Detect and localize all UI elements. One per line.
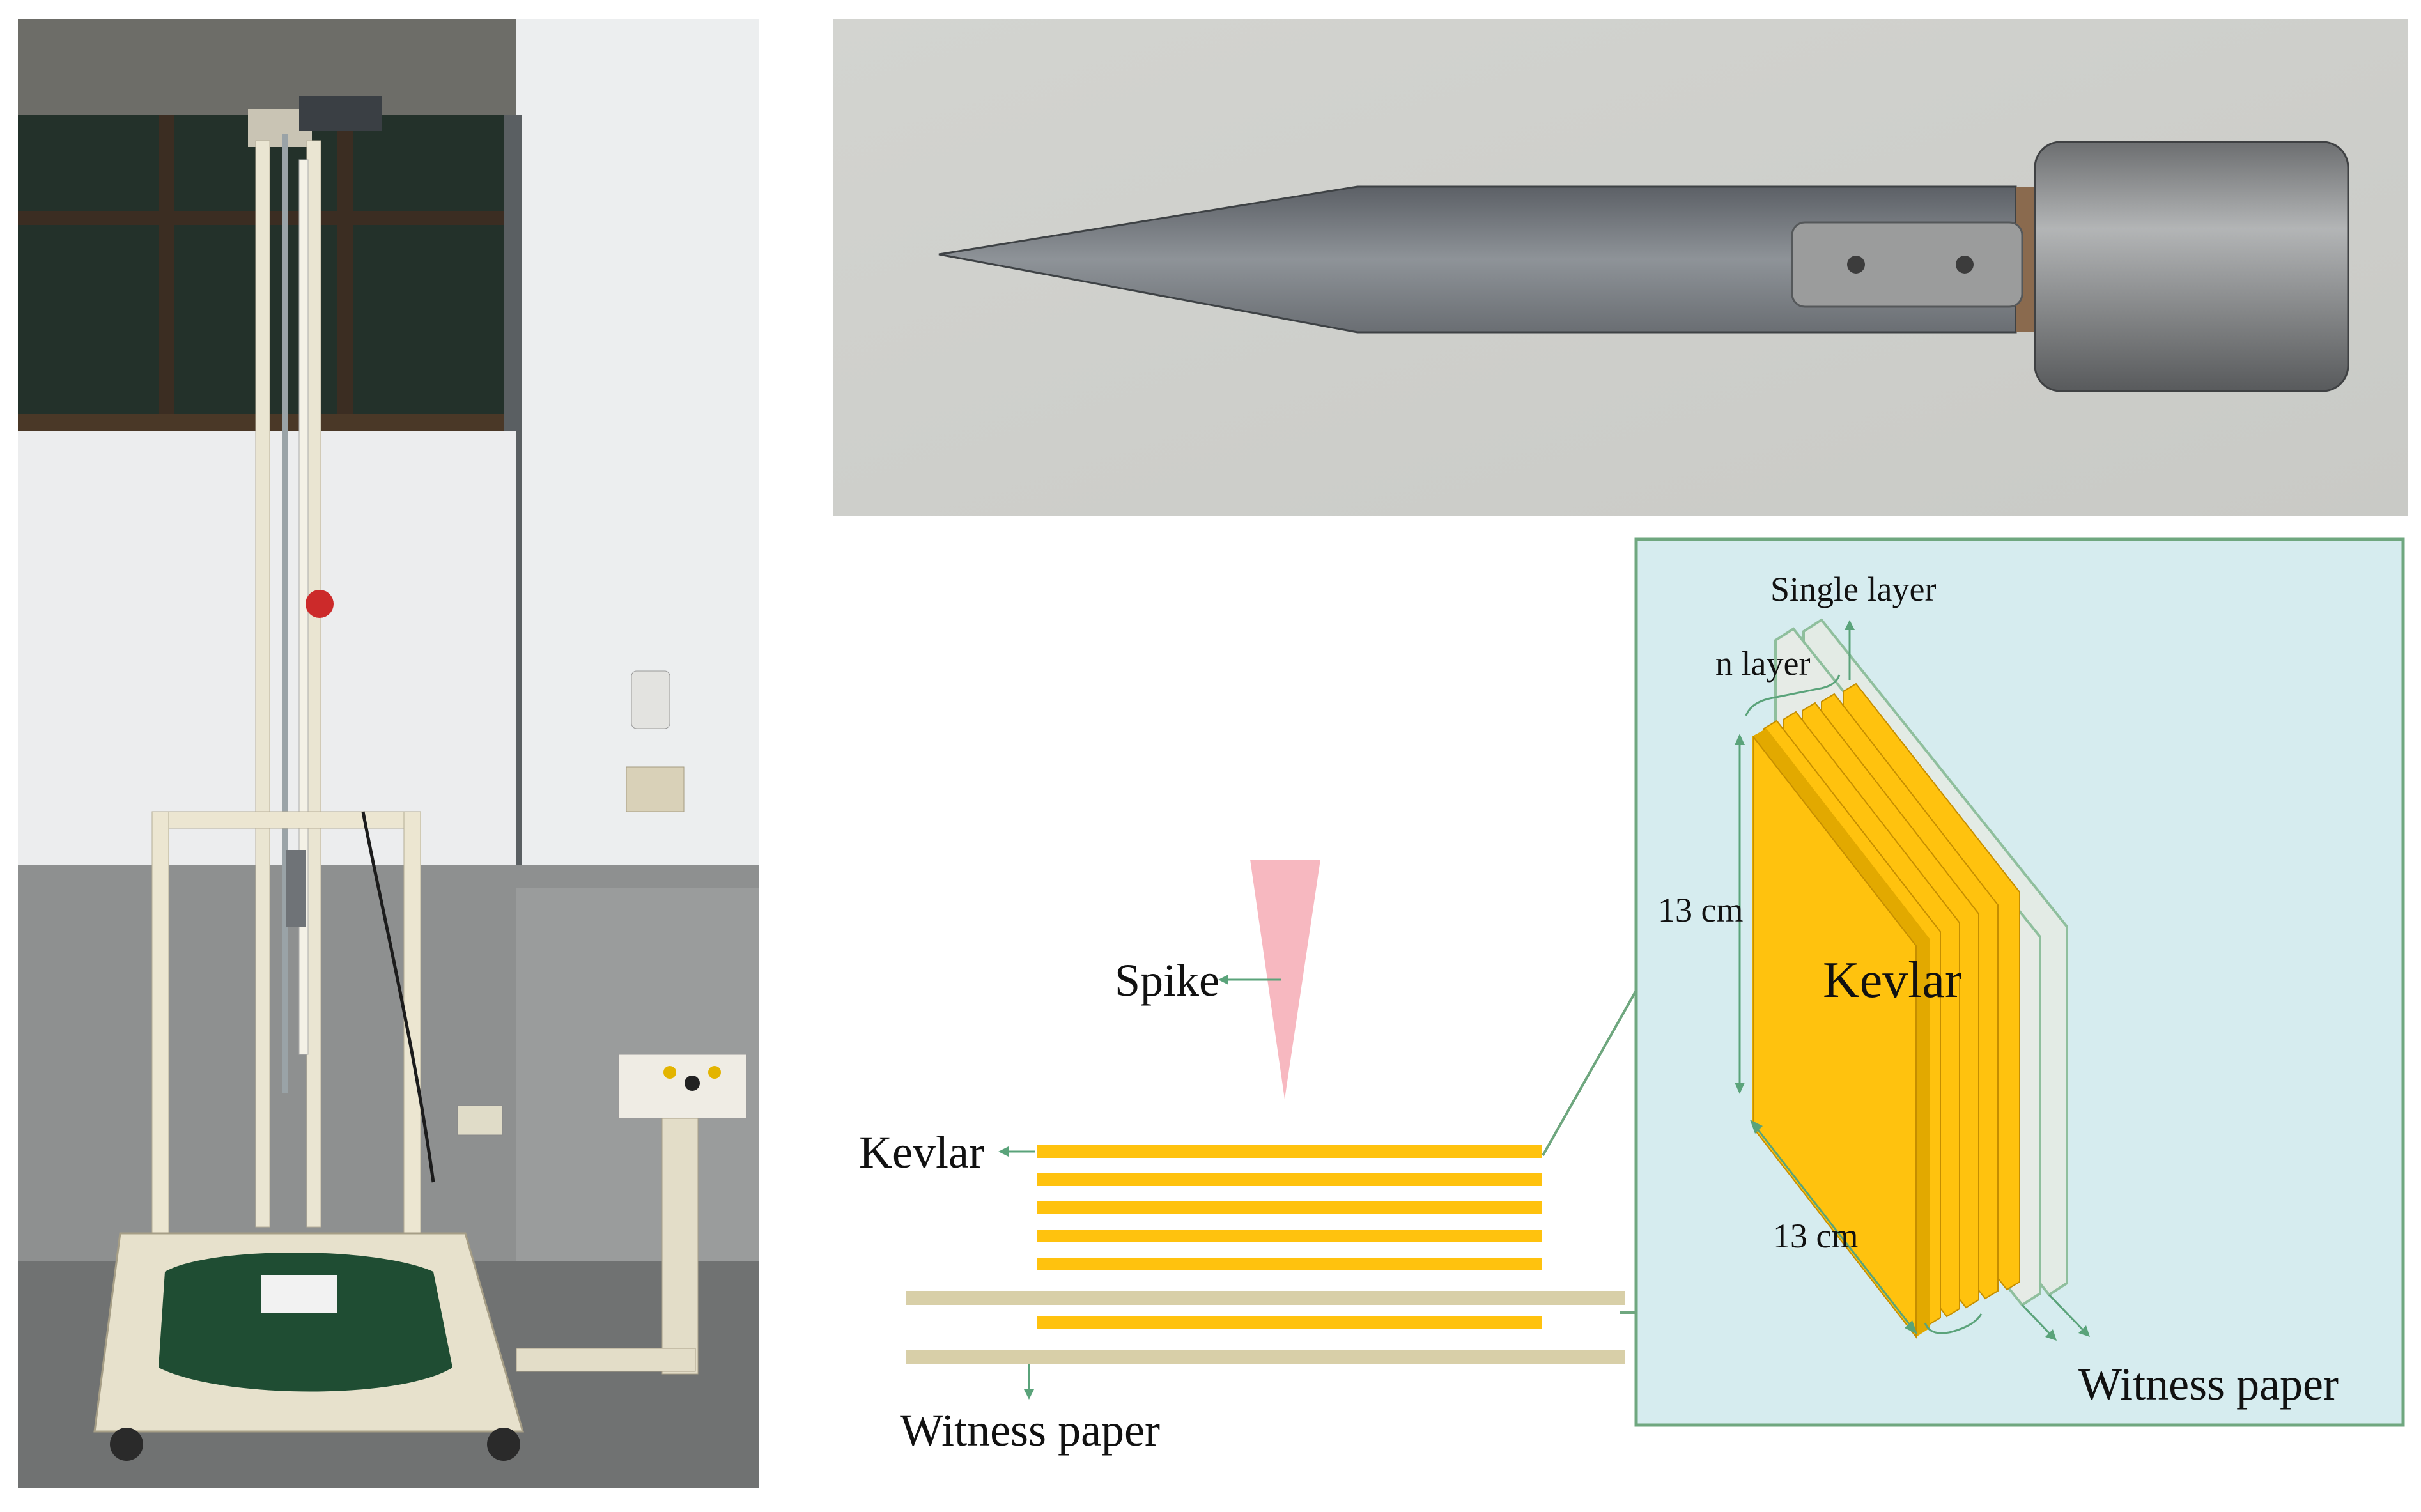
caster-wheel [110, 1428, 143, 1461]
kevlar-label: Kevlar [859, 1127, 984, 1178]
spike-impactor-illustration [833, 19, 2408, 516]
frame-crossbar [151, 811, 421, 829]
kevlar-layer [1037, 1230, 1542, 1242]
n-layer-bracket [1745, 674, 1841, 716]
front-kevlar-sheet [1753, 736, 1917, 1339]
spike-shape [1250, 860, 1320, 1099]
drop-test-rig-photo [18, 19, 759, 1488]
guide-rail-right [306, 140, 321, 1228]
kevlar-layer [1037, 1173, 1542, 1186]
zoom-connector [1542, 990, 1637, 1156]
witness-paper [906, 1350, 1625, 1364]
single-layer-label: Single layer [1770, 570, 1936, 608]
control-box-stand [661, 1118, 699, 1375]
kevlar-layer-stack [1037, 1145, 1542, 1329]
height-dimension-label: 13 cm [1658, 891, 1743, 929]
test-setup-schematic: Spike Kevlar Witness paper [833, 530, 2412, 1489]
mounting-pin [1791, 221, 2023, 308]
electromagnet [299, 96, 382, 131]
kevlar-vest-sample [159, 1253, 452, 1392]
witness-paper-right-label: Witness paper [2078, 1359, 2339, 1410]
kevlar-inset-label: Kevlar [1823, 952, 1962, 1008]
arrow-head [1218, 975, 1228, 985]
witness-paper [906, 1291, 1625, 1305]
kevlar-layer [1037, 1316, 1542, 1329]
caster-wheel [487, 1428, 520, 1461]
control-box [618, 1054, 747, 1119]
drop-test-rig-illustration [18, 19, 759, 1488]
isometric-layer-stack [1752, 618, 2068, 1339]
power-cable [361, 811, 435, 1183]
spike-impactor-photo [833, 19, 2408, 516]
kevlar-layer [1037, 1145, 1542, 1158]
wall-switch-plate [626, 766, 685, 812]
wall-thermostat [631, 670, 670, 729]
wall-outlet [457, 1105, 503, 1136]
kevlar-layer [1037, 1201, 1542, 1214]
n-layer-label: n layer [1715, 644, 1810, 683]
witness-paper-label: Witness paper [900, 1405, 1160, 1456]
guide-wire [282, 134, 288, 1093]
impactor-mass [2034, 141, 2349, 392]
kevlar-layer [1037, 1258, 1542, 1270]
wall-pillar [516, 19, 759, 901]
release-knob [306, 590, 334, 618]
width-dimension-label: 13 cm [1773, 1217, 1858, 1255]
drop-mass [286, 850, 306, 927]
spike-label: Spike [1115, 955, 1219, 1006]
sample-label-sheet [261, 1275, 337, 1313]
schematic-svg: Spike Kevlar Witness paper [859, 537, 2405, 1456]
width-dimension-line [1754, 1125, 1914, 1329]
guide-rail-left [255, 140, 270, 1228]
